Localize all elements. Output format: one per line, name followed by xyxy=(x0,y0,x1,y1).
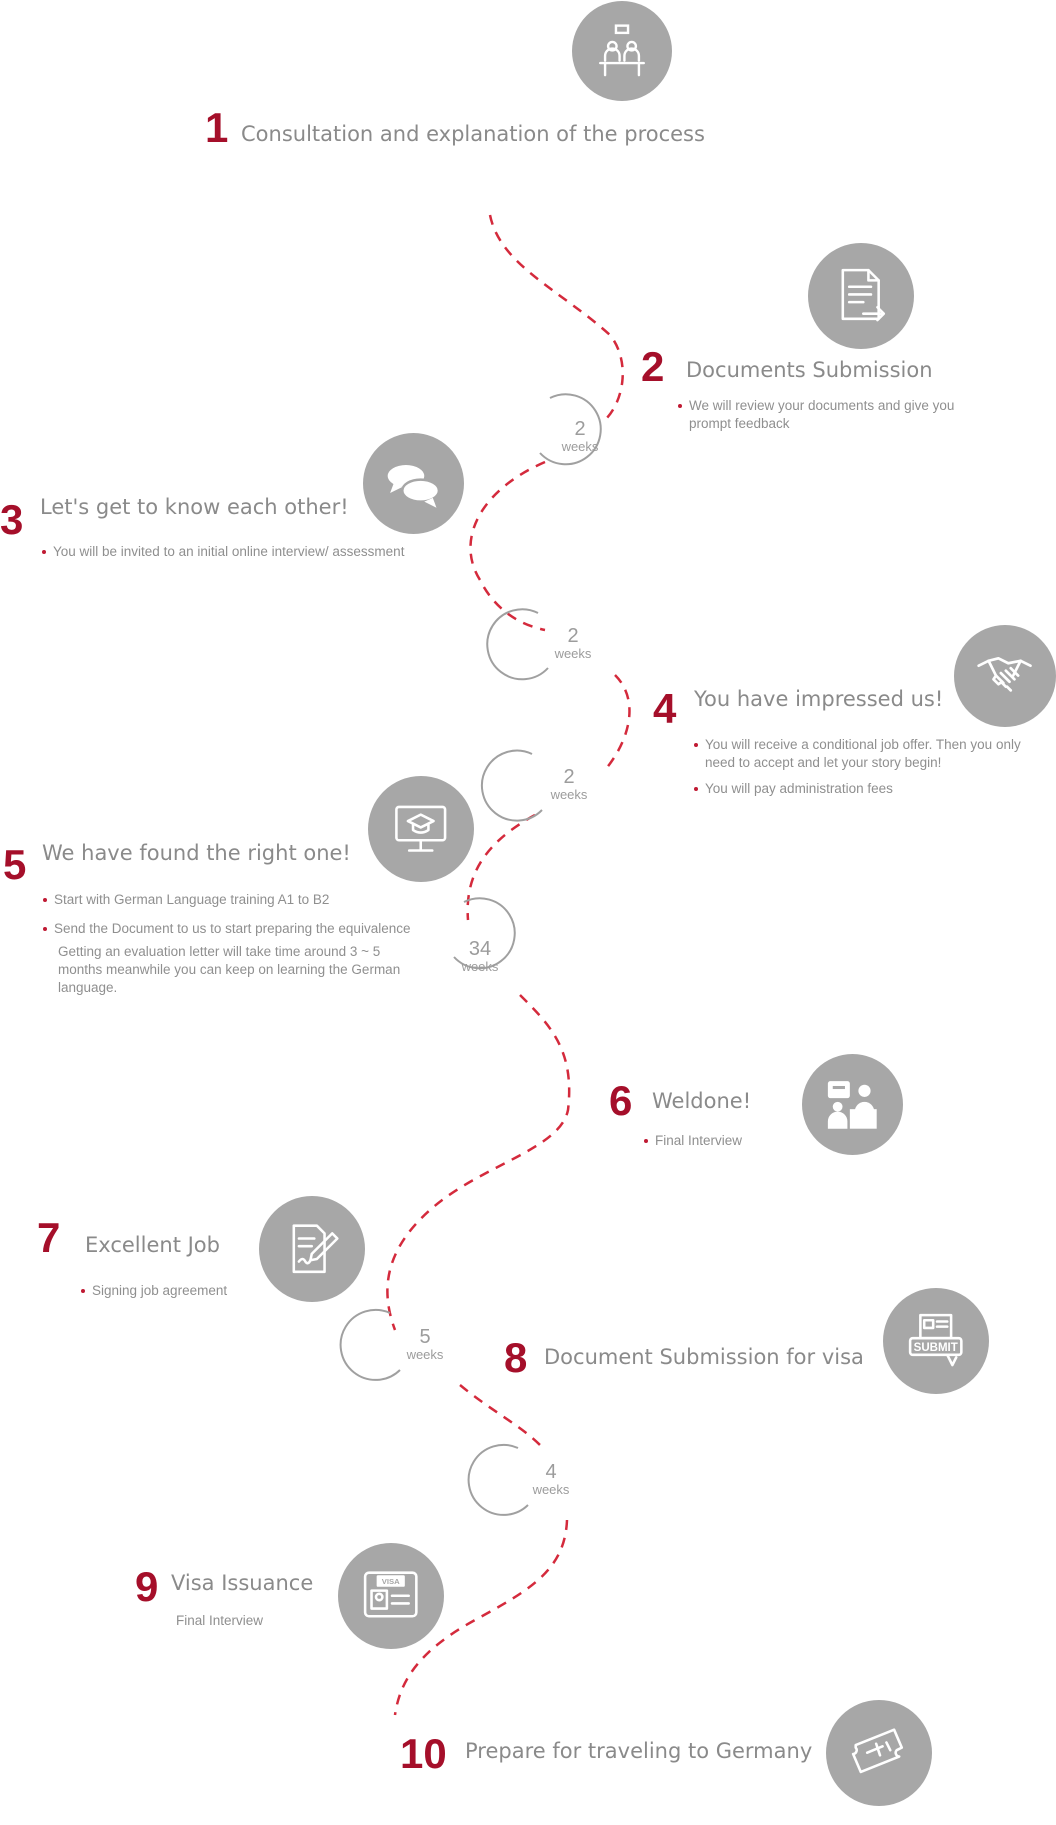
duration-unit: weeks xyxy=(554,646,592,661)
step-4-bullet-2-text: You will pay administration fees xyxy=(705,781,893,796)
monitor-graduation-cap-icon xyxy=(368,776,474,882)
step-6-bullet-text: Final Interview xyxy=(655,1133,743,1148)
step-5-title: We have found the right one! xyxy=(42,841,351,865)
bullet-dot xyxy=(694,787,698,791)
duration-value: 5 xyxy=(419,1326,431,1348)
step-4-bullet-1-text: You will receive a conditional job offer… xyxy=(705,737,1021,770)
duration-value: 2 xyxy=(567,625,579,647)
step-2-number: 2 xyxy=(641,343,665,390)
step-5-note: Getting an evaluation letter will take t… xyxy=(58,944,401,995)
step-9-note: Final Interview xyxy=(176,1613,264,1628)
duration-value: 2 xyxy=(563,766,575,788)
step-7-number: 7 xyxy=(37,1214,61,1261)
duration-unit: weeks xyxy=(461,959,499,974)
duration-marker: 34 weeks xyxy=(445,925,515,995)
duration-marker: 2 weeks xyxy=(538,612,608,682)
step-3-bullet-text: You will be invited to an initial online… xyxy=(53,544,405,559)
duration-value: 4 xyxy=(545,1461,557,1483)
step-5-bullet-1: Start with German Language training A1 t… xyxy=(43,891,454,909)
bullet-dot xyxy=(43,898,47,902)
duration-marker: 5 weeks xyxy=(390,1313,460,1383)
step-6-number: 6 xyxy=(609,1077,633,1124)
step-6-bullet: Final Interview xyxy=(644,1132,855,1150)
step-8-number: 8 xyxy=(504,1334,528,1381)
step-7-title: Excellent Job xyxy=(85,1233,220,1257)
step-4-bullet-2: You will pay administration fees xyxy=(694,780,1045,798)
step-5-bullet-1-text: Start with German Language training A1 t… xyxy=(54,892,330,907)
bullet-dot xyxy=(43,927,47,931)
visa-card-icon: VISA xyxy=(338,1543,444,1649)
step-4-bullet-1: You will receive a conditional job offer… xyxy=(694,736,1045,772)
duration-marker: 4 weeks xyxy=(516,1448,586,1518)
step-1-number: 1 xyxy=(205,104,229,151)
airplane-ticket-icon xyxy=(826,1700,932,1806)
step-1-title: Consultation and explanation of the proc… xyxy=(241,122,705,146)
step-6-title: Weldone! xyxy=(652,1089,752,1113)
duration-value: 34 xyxy=(468,938,492,960)
interview-icon xyxy=(802,1054,903,1155)
step-10-title: Prepare for traveling to Germany xyxy=(465,1739,813,1763)
svg-text:SUBMIT: SUBMIT xyxy=(914,1342,958,1354)
consultation-meeting-icon xyxy=(572,1,672,101)
duration-marker: 2 weeks xyxy=(545,405,615,475)
duration-unit: weeks xyxy=(406,1347,444,1362)
bullet-dot xyxy=(678,404,682,408)
svg-text:VISA: VISA xyxy=(382,1577,400,1586)
step-4-title: You have impressed us! xyxy=(694,687,944,711)
step-2-bullet: We will review your documents and give y… xyxy=(678,397,989,433)
step-5-bullet-2: Send the Document to us to start prepari… xyxy=(43,920,454,938)
submit-form-icon: SUBMIT xyxy=(883,1288,989,1394)
step-5-bullet-2-text: Send the Document to us to start prepari… xyxy=(54,921,411,936)
handshake-icon xyxy=(954,625,1056,727)
step-10-number: 10 xyxy=(400,1730,447,1777)
bullet-dot xyxy=(644,1139,648,1143)
step-8-title: Document Submission for visa xyxy=(544,1345,864,1369)
step-9-title: Visa Issuance xyxy=(171,1571,314,1595)
duration-marker: 2 weeks xyxy=(534,753,604,823)
duration-value: 2 xyxy=(574,418,586,440)
bullet-dot xyxy=(694,743,698,747)
step-2-title: Documents Submission xyxy=(686,358,933,382)
step-2-bullet-text: We will review your documents and give y… xyxy=(689,398,955,431)
step-4-number: 4 xyxy=(653,685,677,732)
step-3-number: 3 xyxy=(0,496,24,543)
bullet-dot xyxy=(81,1289,85,1293)
step-9-number: 9 xyxy=(135,1563,159,1610)
duration-unit: weeks xyxy=(532,1482,570,1497)
step-5-number: 5 xyxy=(3,841,27,888)
speech-bubbles-icon xyxy=(363,433,464,534)
step-7-bullet-text: Signing job agreement xyxy=(92,1283,228,1298)
step-3-bullet: You will be invited to an initial online… xyxy=(42,543,453,561)
bullet-dot xyxy=(42,550,46,554)
step-3-title: Let's get to know each other! xyxy=(40,495,349,519)
step-7-bullet: Signing job agreement xyxy=(81,1282,292,1300)
document-arrow-icon xyxy=(808,243,914,349)
signing-document-icon xyxy=(259,1196,365,1302)
duration-unit: weeks xyxy=(550,787,588,802)
duration-unit: weeks xyxy=(561,439,599,454)
